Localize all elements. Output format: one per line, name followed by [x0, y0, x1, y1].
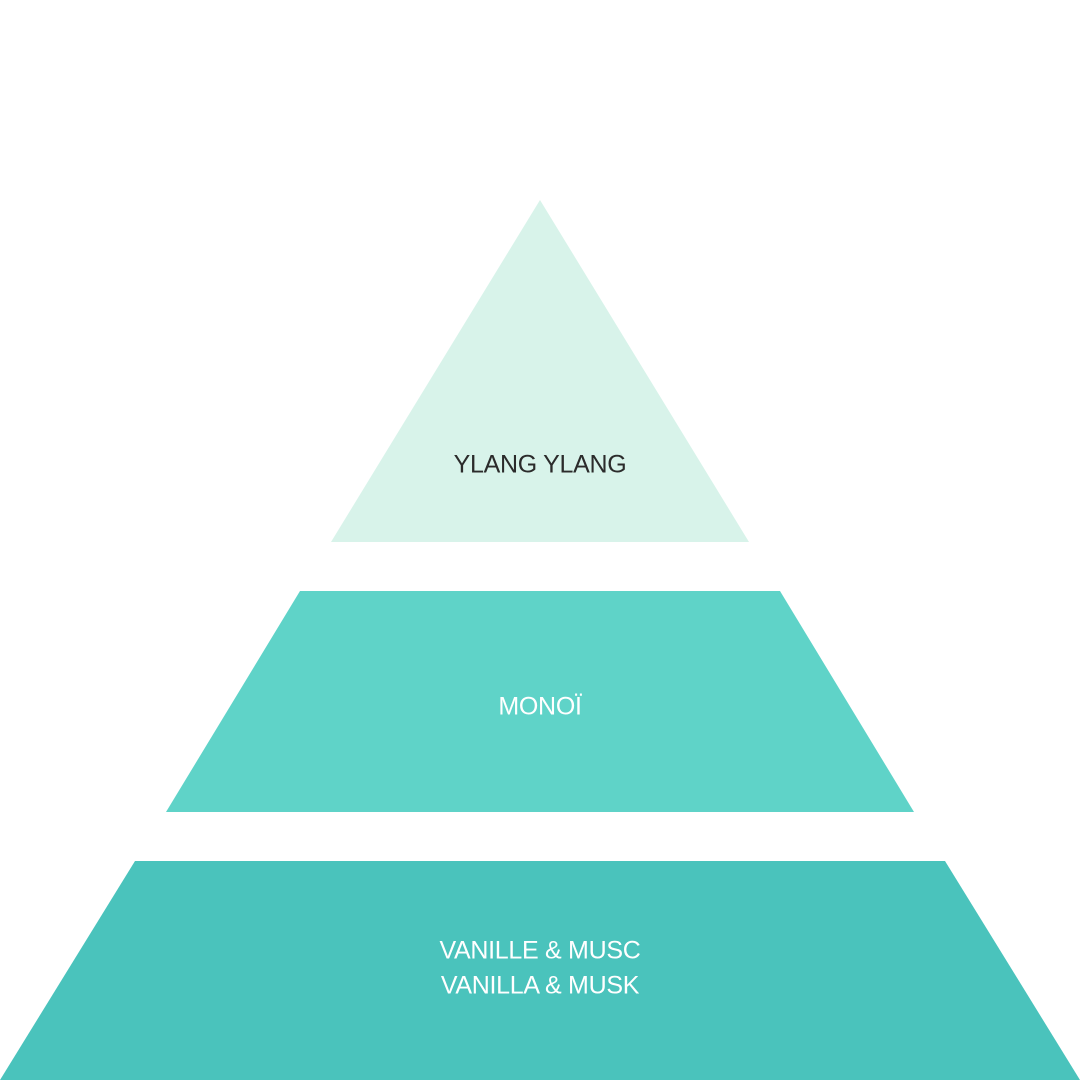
heart-note-label: MONOÏ	[498, 693, 582, 721]
pyramid-middle-tier	[166, 591, 914, 812]
pyramid-base-tier	[0, 861, 1080, 1080]
pyramid-top-tier	[331, 200, 749, 542]
top-note-label: YLANG YLANG	[454, 451, 627, 479]
base-note-label-line2: VANILLA & MUSK	[441, 972, 640, 1000]
base-note-label-line1: VANILLE & MUSC	[440, 937, 641, 965]
